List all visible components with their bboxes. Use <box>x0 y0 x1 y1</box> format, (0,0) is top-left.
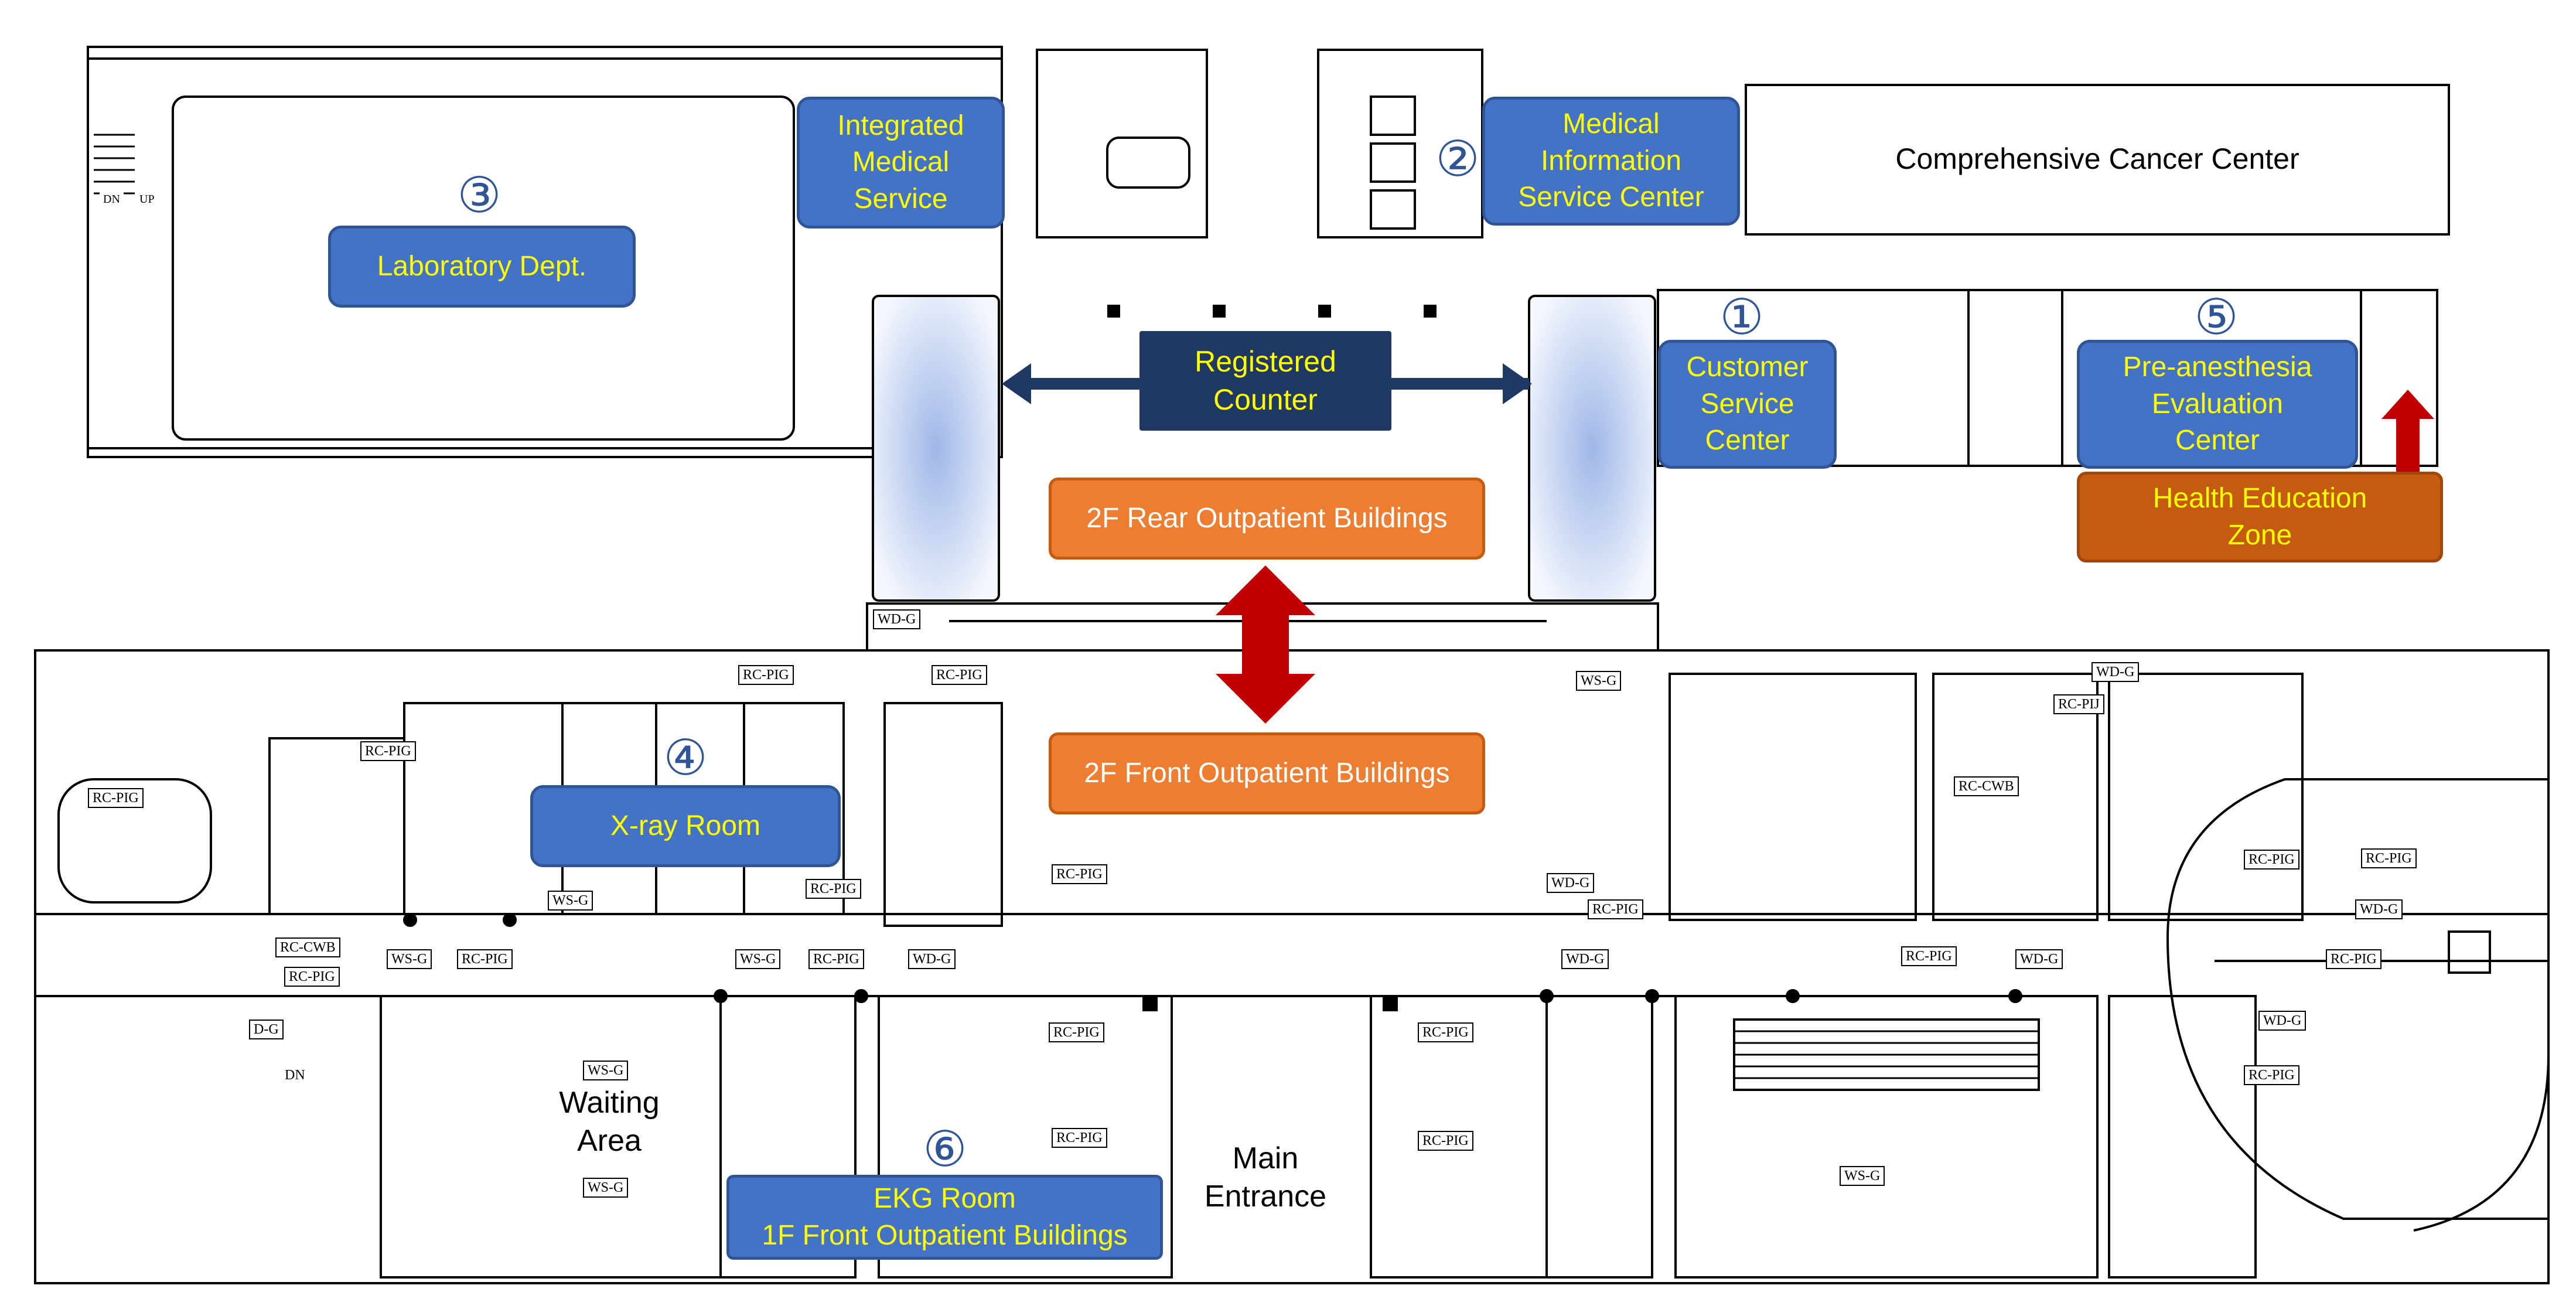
room-code-tag: RC-PIG <box>1901 946 1957 966</box>
ekg-room-label: EKG Room 1F Front Outpatient Buildings <box>726 1175 1163 1260</box>
marker-5: ⑤ <box>2194 289 2239 345</box>
room-code-tag: WD-G <box>1547 873 1595 893</box>
marker-1: ① <box>1719 289 1764 345</box>
rear-outpatient-buildings-label: 2F Rear Outpatient Buildings <box>1049 478 1485 560</box>
room-code-tag: DN <box>281 1066 309 1084</box>
room-code-tag: WD-G <box>2091 662 2140 682</box>
front-outpatient-buildings-label: 2F Front Outpatient Buildings <box>1049 732 1485 814</box>
room-code-tag: RC-PIG <box>932 665 987 685</box>
room-code-tag: RC-PIG <box>1049 1022 1104 1042</box>
room-code-tag: RC-PIJ <box>2053 694 2104 714</box>
room-code-tag: WD-G <box>2015 949 2063 969</box>
main-entrance-label: Main Entrance <box>1183 1140 1347 1216</box>
room-code-tag: RC-PIG <box>88 788 144 808</box>
registered-counter-label: Registered Counter <box>1139 331 1391 431</box>
xray-room-label: X-ray Room <box>530 785 841 867</box>
medical-information-service-center-label: Medical Information Service Center <box>1482 97 1740 226</box>
atrium-left <box>872 295 1000 602</box>
room-code-tag: WS-G <box>1576 671 1622 691</box>
room-code-tag: WD-G <box>908 949 956 969</box>
integrated-medical-service-label: Integrated Medical Service <box>797 97 1005 229</box>
comprehensive-cancer-center-label: Comprehensive Cancer Center <box>1895 142 2299 175</box>
room-code-tag: WS-G <box>583 1178 629 1198</box>
room-code-tag: RC-PIG <box>1418 1022 1473 1042</box>
pre-anesthesia-evaluation-center-label: Pre-anesthesia Evaluation Center <box>2077 340 2358 469</box>
building-connection-arrow <box>1216 565 1315 724</box>
room-code-tag: RC-PIG <box>2244 1065 2299 1085</box>
waiting-area-label: Waiting Area <box>559 1086 660 1158</box>
room-code-tag: RC-PIG <box>1588 899 1643 919</box>
upper-floor-left-wing <box>87 46 1003 458</box>
lower-floor-outline <box>34 649 2550 1284</box>
room-code-tag: RC-PIG <box>1418 1131 1473 1151</box>
customer-service-center-label: Customer Service Center <box>1658 340 1837 469</box>
room-code-tag: RC-PIG <box>2244 850 2299 870</box>
marker-4: ④ <box>663 730 708 785</box>
room-code-tag: WS-G <box>735 949 781 969</box>
room-code-tag: WD-G <box>873 609 921 629</box>
room-code-tag: DN <box>100 190 124 208</box>
room-code-tag: RC-PIG <box>2361 848 2417 868</box>
health-education-zone-label: Health Education Zone <box>2077 472 2443 562</box>
room-code-tag: RC-PIG <box>2326 949 2381 969</box>
room-code-tag: WS-G <box>1840 1166 1885 1186</box>
laboratory-dept-label: Laboratory Dept. <box>328 226 636 308</box>
room-code-tag: WD-G <box>2258 1011 2307 1031</box>
room-code-tag: D-G <box>249 1020 284 1039</box>
room-code-tag: UP <box>136 190 158 208</box>
room-code-tag: WS-G <box>548 891 593 911</box>
room-code-tag: WS-G <box>583 1061 629 1080</box>
room-code-tag: WS-G <box>387 949 432 969</box>
marker-2: ② <box>1435 131 1480 186</box>
room-code-tag: RC-PIG <box>1052 864 1107 884</box>
room-code-tag: RC-CWB <box>1954 776 2019 796</box>
room-code-tag: RC-PIG <box>738 665 794 685</box>
room-code-tag: RC-PIG <box>360 741 416 761</box>
room-code-tag: RC-PIG <box>1052 1128 1107 1148</box>
laboratory-room-outline <box>172 96 795 441</box>
room-code-tag: WD-G <box>2355 899 2403 919</box>
room-code-tag: RC-PIG <box>284 967 340 987</box>
room-code-tag: WD-G <box>1561 949 1609 969</box>
marker-6: ⑥ <box>923 1121 967 1177</box>
marker-3: ③ <box>457 168 501 223</box>
room-code-tag: RC-PIG <box>808 949 864 969</box>
room-code-tag: RC-PIG <box>457 949 513 969</box>
health-education-arrow <box>2381 390 2434 472</box>
atrium-right <box>1528 295 1656 602</box>
room-code-tag: RC-CWB <box>275 937 340 957</box>
room-code-tag: RC-PIG <box>806 879 861 899</box>
